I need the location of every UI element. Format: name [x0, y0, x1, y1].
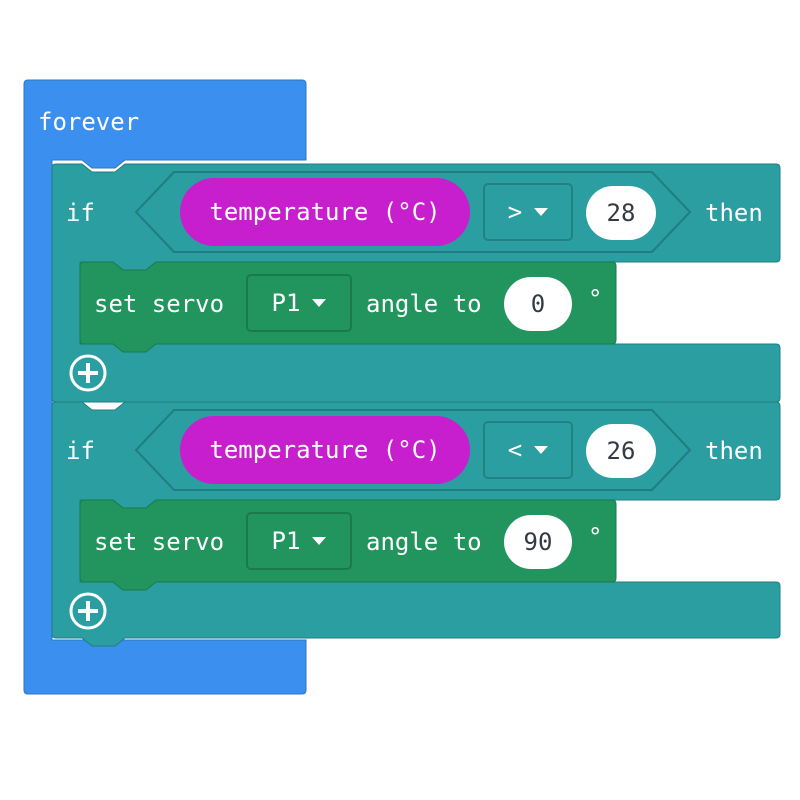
set-servo-label: set servo: [94, 528, 225, 556]
temperature-label: temperature (°C): [209, 436, 441, 464]
chevron-down-icon: [312, 537, 327, 545]
chevron-down-icon: [534, 208, 549, 216]
plus-circle-icon[interactable]: [68, 353, 108, 393]
chevron-down-icon: [312, 299, 327, 307]
pin-dropdown[interactable]: P1: [246, 512, 352, 570]
degree-symbol: °: [588, 523, 603, 551]
forever-label: forever: [38, 108, 140, 136]
set-servo-label: set servo: [94, 290, 225, 318]
set-servo-block-2[interactable]: [79, 499, 617, 591]
angle-input[interactable]: 90: [504, 515, 572, 569]
then-label: then: [705, 437, 763, 465]
if-label: if: [66, 199, 95, 227]
operator-value: <: [507, 436, 523, 464]
degree-symbol: °: [588, 285, 603, 313]
temperature-label: temperature (°C): [209, 198, 441, 226]
plus-circle-icon[interactable]: [68, 591, 108, 631]
threshold-value: 28: [606, 199, 636, 227]
threshold-input[interactable]: 28: [586, 186, 656, 240]
angle-to-label: angle to: [366, 290, 482, 318]
temperature-reporter[interactable]: temperature (°C): [180, 178, 470, 246]
operator-dropdown[interactable]: >: [483, 183, 573, 241]
angle-value: 0: [530, 290, 546, 318]
threshold-input[interactable]: 26: [586, 424, 656, 478]
pin-value: P1: [271, 289, 301, 317]
operator-value: >: [507, 198, 523, 226]
chevron-down-icon: [534, 446, 549, 454]
operator-dropdown[interactable]: <: [483, 421, 573, 479]
if-label: if: [66, 437, 95, 465]
forever-block[interactable]: [23, 79, 307, 695]
then-label: then: [705, 199, 763, 227]
angle-input[interactable]: 0: [504, 277, 572, 331]
threshold-value: 26: [606, 437, 636, 465]
pin-dropdown[interactable]: P1: [246, 274, 352, 332]
set-servo-block-1[interactable]: [79, 261, 617, 353]
temperature-reporter[interactable]: temperature (°C): [180, 416, 470, 484]
angle-to-label: angle to: [366, 528, 482, 556]
angle-value: 90: [523, 528, 553, 556]
pin-value: P1: [271, 527, 301, 555]
